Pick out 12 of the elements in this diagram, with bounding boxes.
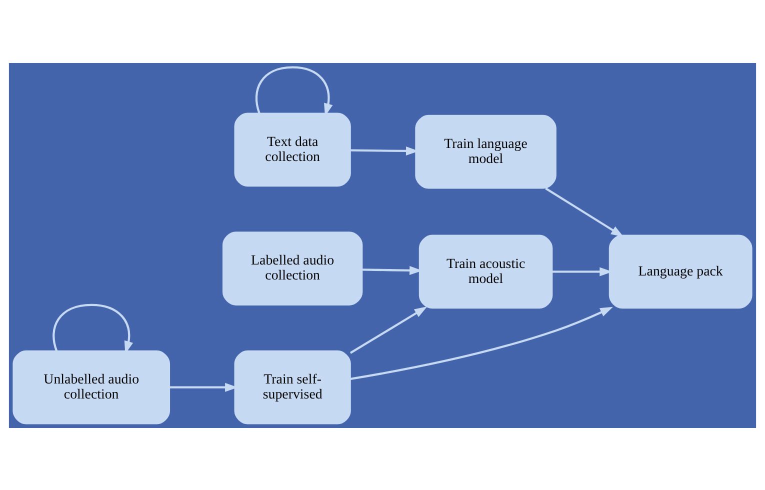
node-box: Language pack	[608, 234, 752, 308]
node-box: Train self-supervised	[234, 350, 351, 424]
arrow	[350, 306, 428, 354]
node-box: Labelled audio collection	[222, 231, 363, 305]
arrow	[255, 66, 333, 116]
node-box: Text data collection	[234, 112, 351, 186]
arrow	[350, 306, 614, 380]
node-box: Train acoustic model	[418, 234, 553, 308]
node-box: Unlabelled audio collection	[12, 350, 170, 424]
arrow	[545, 187, 624, 237]
node-box: Train language model	[415, 114, 556, 188]
arrow	[52, 303, 134, 354]
